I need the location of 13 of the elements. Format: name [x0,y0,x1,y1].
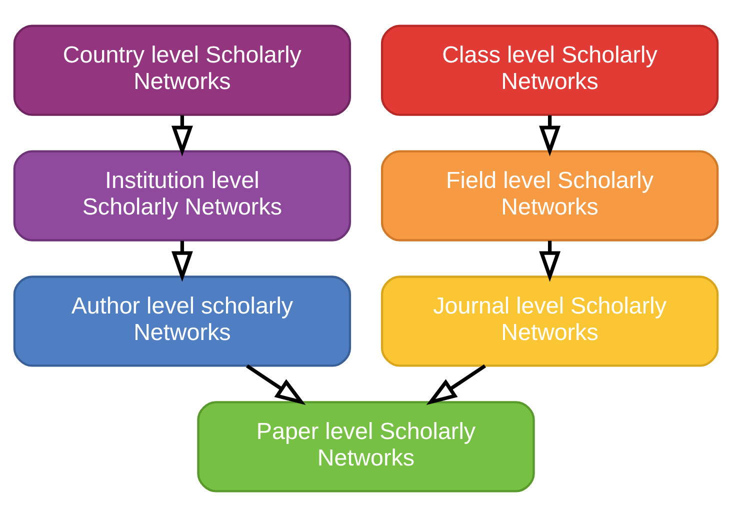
arrow [171,240,193,282]
arrow [426,364,486,406]
arrow [171,115,193,156]
arrow [539,240,561,282]
node-box: Class level Scholarly Networks [380,24,719,116]
node-box: Paper level Scholarly Networks [197,401,535,492]
node-box: Journal level Scholarly Networks [380,276,719,367]
node-box: Country level Scholarly Networks [13,24,352,116]
node-box: Author level scholarly Networks [13,276,352,367]
node-box: Field level Scholarly Networks [380,150,719,242]
node-box: Institution level Scholarly Networks [13,150,352,242]
arrow [539,115,561,156]
arrow [246,364,306,406]
